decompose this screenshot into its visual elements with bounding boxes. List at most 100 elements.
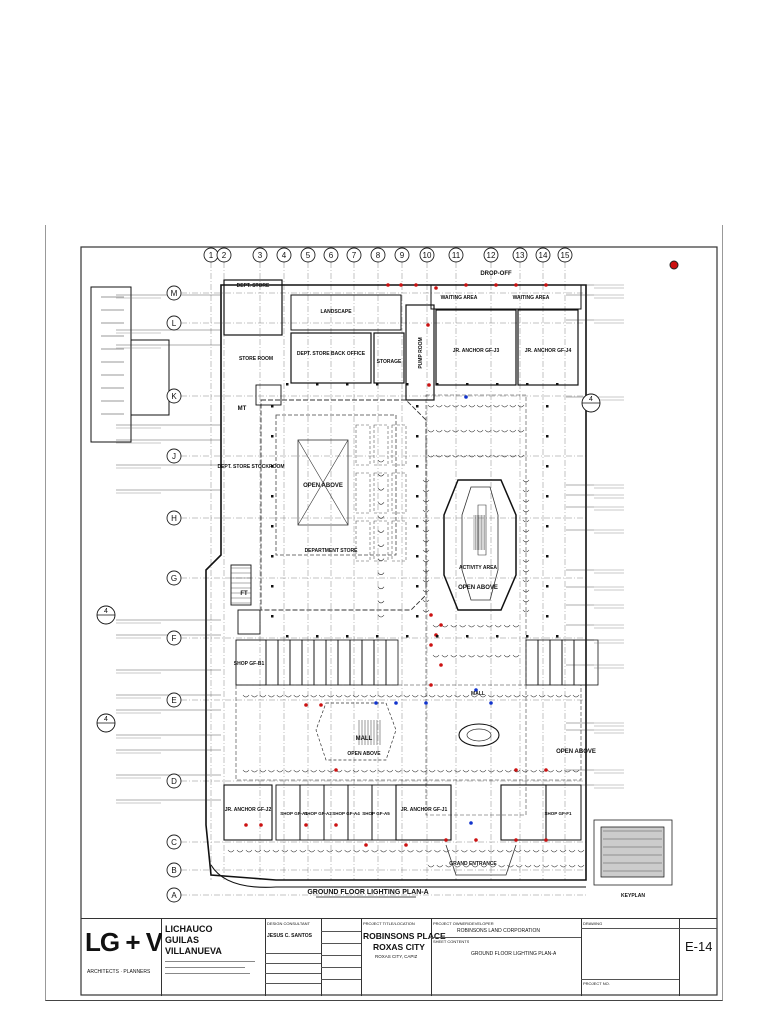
- grand-entrance-label: GRAND ENTRANCE: [449, 861, 497, 867]
- red-fixture: [429, 613, 433, 617]
- dept-store-stockroom-label: DEPT. STORE STOCKROOM: [217, 464, 284, 470]
- section-marker-number: 4: [589, 396, 593, 403]
- red-fixture: [319, 703, 323, 707]
- grid-col-label: 15: [561, 251, 570, 260]
- grid-col-label: 3: [258, 251, 263, 260]
- grid-row-label: G: [171, 574, 177, 583]
- blue-fixture: [469, 821, 473, 825]
- grid-row-label: C: [171, 838, 177, 847]
- red-fixture: [426, 323, 430, 327]
- checks-cell: [321, 919, 362, 996]
- section-marker-number: 4: [104, 716, 108, 723]
- sheet-contents: GROUND FLOOR LIGHTING PLAN-A: [471, 951, 557, 957]
- grid-bubble-col: [419, 247, 435, 263]
- owner-label: PROJECT OWNER/DEVELOPER: [433, 921, 494, 926]
- grid-col-label: 8: [376, 251, 381, 260]
- red-fixture: [414, 283, 418, 287]
- dept-store-top-label: DEPT. STORE: [237, 283, 270, 289]
- grid-row-label: K: [171, 392, 177, 401]
- red-fixture: [244, 823, 248, 827]
- keyplan-label: KEYPLAN: [621, 893, 645, 899]
- project-name-1: ROBINSONS PLACE: [363, 931, 446, 941]
- open-above-2-label: OPEN ABOVE: [458, 585, 498, 591]
- activity-area-label: ACTIVITY AREA: [459, 565, 497, 571]
- firm-name-cell: LICHAUCO GUILAS VILLANUEVA: [161, 919, 266, 996]
- shop-a5-label: SHOP GF-A5: [362, 811, 390, 816]
- dept-store-back-office-label: DEPT. STORE BACK OFFICE: [297, 351, 366, 357]
- storage-label: STORAGE: [377, 359, 402, 365]
- grid-bubble-row: [166, 510, 182, 526]
- jr-anchor-gf-j2-label: JR. ANCHOR GF-J2: [225, 807, 272, 813]
- grid-col-label: 4: [282, 251, 287, 260]
- grid-col-label: 11: [452, 251, 461, 260]
- red-fixture: [334, 823, 338, 827]
- grid-row-label: E: [171, 696, 176, 705]
- logo-subtitle: ARCHITECTS · PLANNERS: [87, 969, 151, 975]
- mall-2-label: MALL: [471, 691, 485, 697]
- grid-bubble-col: [216, 247, 232, 263]
- shop-b1-label: SHOP GF-B1: [234, 661, 265, 667]
- grid-bubble-col: [535, 247, 551, 263]
- red-fixture: [544, 768, 548, 772]
- red-fixture: [444, 838, 448, 842]
- red-fixture: [439, 663, 443, 667]
- logo-text: LG + V: [85, 927, 163, 957]
- drawing-cell: DRAWING E-14 PROJECT NO.: [581, 919, 717, 996]
- grid-bubble-col: [252, 247, 268, 263]
- waiting-area-1-label: WAITING AREA: [441, 295, 478, 301]
- open-above-4-label: OPEN ABOVE: [556, 749, 596, 755]
- blue-fixture: [374, 701, 378, 705]
- red-fixture: [434, 286, 438, 290]
- open-above-1-label: OPEN ABOVE: [303, 483, 343, 489]
- red-fixture: [514, 838, 518, 842]
- grid-bubble-row: [166, 448, 182, 464]
- grid-col-label: 10: [423, 251, 432, 260]
- owner-cell: PROJECT OWNER/DEVELOPER ROBINSONS LAND C…: [431, 919, 582, 996]
- jr-anchor-gf-j1-label: JR. ANCHOR GF-J1: [401, 807, 448, 813]
- grid-bubble-row: [166, 692, 182, 708]
- project-no-label: PROJECT NO.: [583, 981, 610, 986]
- grid-row-label: J: [172, 452, 176, 461]
- red-fixture: [427, 383, 431, 387]
- department-store-label: DEPARTMENT STORE: [305, 548, 359, 554]
- jr-anchor-gf-j4-label: JR. ANCHOR GF-J4: [525, 348, 572, 354]
- grid-col-label: 1: [209, 251, 214, 260]
- landscape-label: LANDSCAPE: [320, 309, 352, 315]
- grid-bubble-col: [276, 247, 292, 263]
- grid-bubble-row: [166, 834, 182, 850]
- grid-bubble-col: [300, 247, 316, 263]
- grid-col-label: 6: [329, 251, 334, 260]
- red-fixture: [386, 283, 390, 287]
- grid-row-label: D: [171, 777, 177, 786]
- red-fixture: [404, 843, 408, 847]
- grid-bubble-col: [557, 247, 573, 263]
- blue-fixture: [474, 688, 478, 692]
- shop-a1-label: SHOP GF-A1: [280, 811, 308, 816]
- jr-anchor-gf-j3-label: JR. ANCHOR GF-J3: [453, 348, 500, 354]
- grid-bubble-row: [166, 388, 182, 404]
- pump-room-label: PUMP ROOM: [418, 337, 424, 368]
- grid-row-label: L: [172, 319, 177, 328]
- ft-label: FT: [240, 591, 248, 597]
- grid-col-label: 14: [539, 251, 548, 260]
- grid-col-label: 13: [516, 251, 525, 260]
- red-fixture: [544, 838, 548, 842]
- sheet-contents-label: SHEET CONTENTS: [433, 939, 470, 944]
- grid-col-label: 7: [352, 251, 357, 260]
- red-fixture: [514, 768, 518, 772]
- red-fixture: [474, 838, 478, 842]
- red-fixture: [429, 683, 433, 687]
- red-fixture: [304, 823, 308, 827]
- grid-row-label: A: [171, 891, 177, 900]
- firm-name-3: VILLANUEVA: [165, 946, 222, 956]
- red-fixture: [544, 283, 548, 287]
- grid-bubble-col: [323, 247, 339, 263]
- grid-bubble-row: [166, 630, 182, 646]
- red-fixture: [399, 283, 403, 287]
- red-fixture: [514, 283, 518, 287]
- waiting-area-2-label: WAITING AREA: [513, 295, 550, 301]
- owner-name: ROBINSONS LAND CORPORATION: [457, 928, 540, 934]
- grid-col-label: 5: [306, 251, 311, 260]
- project-location: ROXAS CITY, CAPIZ: [375, 954, 418, 959]
